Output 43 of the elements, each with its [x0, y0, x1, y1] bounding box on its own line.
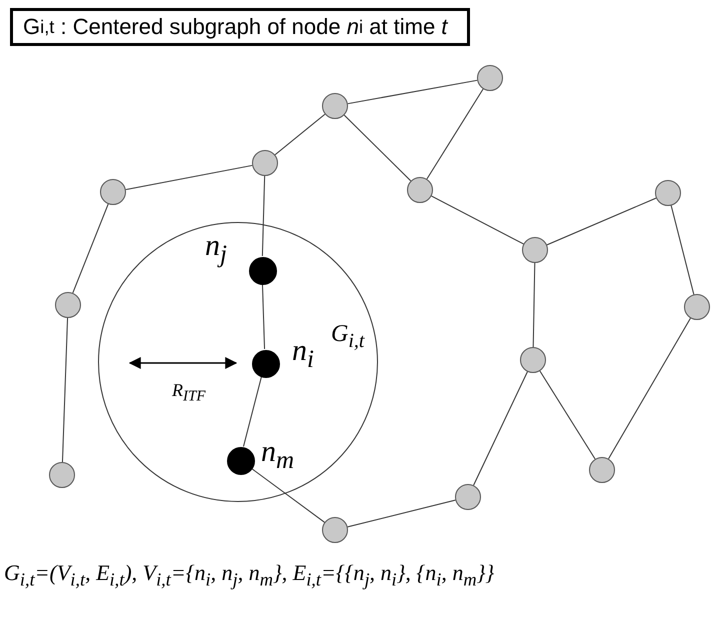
graph-node [655, 180, 681, 206]
edge-line [539, 370, 596, 460]
graph-node [100, 179, 126, 205]
graph-node [455, 484, 481, 510]
edge-line [125, 164, 253, 190]
subgraph-node [227, 447, 255, 475]
edge-line [431, 196, 524, 244]
subgraph-circle [98, 222, 378, 502]
node-label: n$_{m}$ [261, 435, 294, 475]
graph-node [322, 93, 348, 119]
graph-node [684, 294, 710, 320]
edge-line [274, 114, 326, 156]
radius-label: R$_{ITF}$ [172, 380, 206, 406]
graph-node [407, 177, 433, 203]
edge-line [532, 262, 536, 348]
graph-node [49, 462, 75, 488]
subgraph-node [252, 350, 280, 378]
graph-node [322, 517, 348, 543]
edge-line [250, 468, 326, 523]
graph-node [589, 457, 615, 483]
edge-line [347, 80, 478, 104]
edge-line [473, 371, 528, 486]
edge-line [62, 318, 68, 462]
subgraph-node [249, 257, 277, 285]
edge-line [72, 204, 109, 294]
formula-caption: G$_{i,t}$=(V$_{i,t}$, E$_{i,t}$), V$_{i,t}$={n$_{i}$, n$_{j}$, n$_{m}$}, E$_{i,t}$={{n$_{j}$, n$_{i}$}, {n$_{i}$, n$_{m}$}} [4, 560, 496, 590]
node-label: n$_{i}$ [292, 334, 314, 374]
node-label: n$_{j}$ [205, 229, 227, 269]
edge-line [344, 114, 412, 182]
graph-node [55, 292, 81, 318]
edge-line [426, 88, 484, 180]
edge-line [243, 376, 262, 447]
subgraph-label: G$_{i,t}$ [331, 321, 364, 353]
graph-node [522, 237, 548, 263]
edge-line [262, 176, 266, 256]
graph-node [520, 347, 546, 373]
edge-line [262, 284, 266, 350]
graph-node [477, 65, 503, 91]
edge-line [608, 318, 691, 460]
edge-line [546, 198, 657, 246]
edge-line [670, 205, 694, 295]
graph-node [252, 150, 278, 176]
edge-line [347, 500, 456, 528]
